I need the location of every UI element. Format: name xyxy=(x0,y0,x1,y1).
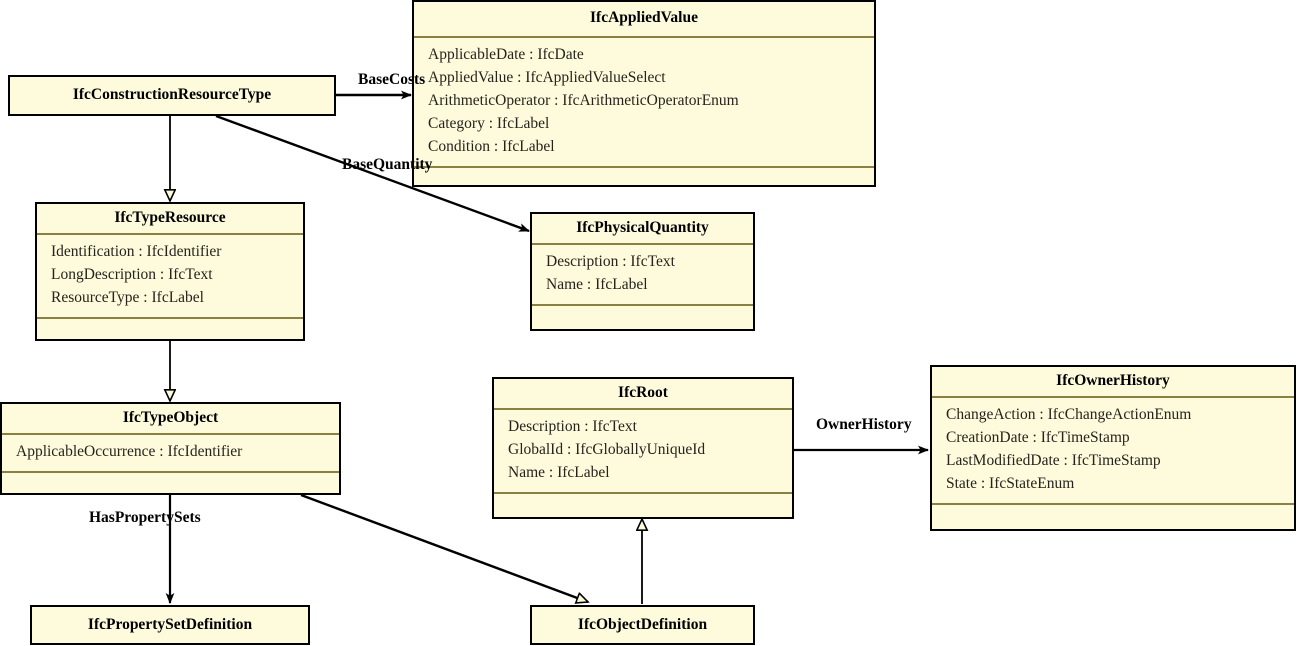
class-ifcappliedvalue[interactable]: IfcAppliedValue ApplicableDate : IfcDate… xyxy=(412,0,876,187)
operation-compartment xyxy=(2,473,339,488)
edge-label-owner-history: OwnerHistory xyxy=(816,416,912,433)
attribute-row: State : IfcStateEnum xyxy=(946,474,1075,492)
attribute-row: Name : IfcLabel xyxy=(508,463,610,481)
class-title: IfcConstructionResourceType xyxy=(72,86,272,103)
attribute-row: LastModifiedDate : IfcTimeStamp xyxy=(946,451,1161,469)
attribute-row: Category : IfcLabel xyxy=(428,114,550,132)
compartment-separator xyxy=(532,242,753,245)
attribute-compartment: Identification : IfcIdentifier LongDescr… xyxy=(37,235,303,317)
attribute-compartment: ApplicableOccurrence : IfcIdentifier xyxy=(2,435,339,471)
attribute-row: ResourceType : IfcLabel xyxy=(51,288,204,306)
attribute-row: Description : IfcText xyxy=(508,417,637,435)
class-ifcroot[interactable]: IfcRoot Description : IfcText GlobalId :… xyxy=(492,377,794,519)
class-ifcconstructionresourcetype[interactable]: IfcConstructionResourceType xyxy=(8,75,336,116)
compartment-separator xyxy=(37,316,303,319)
compartment-separator xyxy=(2,432,339,435)
compartment-separator xyxy=(932,395,1294,398)
compartment-separator xyxy=(494,407,792,410)
edge-label-has-property-sets: HasPropertySets xyxy=(89,509,201,526)
operation-compartment xyxy=(494,494,792,509)
attribute-compartment: Description : IfcText GlobalId : IfcGlob… xyxy=(494,410,792,492)
edge-label-base-costs: BaseCosts xyxy=(358,71,426,88)
operation-compartment xyxy=(37,319,303,334)
attribute-row: ApplicableDate : IfcDate xyxy=(428,45,584,63)
attribute-compartment: ChangeAction : IfcChangeActionEnum Creat… xyxy=(932,398,1294,503)
attribute-row: ArithmeticOperator : IfcArithmeticOperat… xyxy=(428,91,739,109)
compartment-separator xyxy=(414,35,874,38)
edge-type-object-to-object-definition xyxy=(300,493,588,602)
attribute-row: Identification : IfcIdentifier xyxy=(51,242,222,260)
class-title: IfcRoot xyxy=(618,384,668,401)
class-title: IfcAppliedValue xyxy=(590,9,698,26)
compartment-separator xyxy=(414,165,874,168)
class-title: IfcPhysicalQuantity xyxy=(576,219,709,236)
compartment-separator xyxy=(2,470,339,473)
attribute-compartment: ApplicableDate : IfcDate AppliedValue : … xyxy=(414,38,874,166)
class-title: IfcPropertySetDefinition xyxy=(87,616,253,633)
operation-compartment xyxy=(932,505,1294,520)
attribute-row: Description : IfcText xyxy=(546,252,675,270)
operation-compartment xyxy=(414,168,874,183)
edge-base-quantity xyxy=(215,114,530,233)
attribute-row: Condition : IfcLabel xyxy=(428,137,555,155)
operation-compartment xyxy=(532,306,753,321)
compartment-separator xyxy=(932,502,1294,505)
attribute-row: CreationDate : IfcTimeStamp xyxy=(946,428,1130,446)
edge-label-base-quantity: BaseQuantity xyxy=(342,156,433,173)
attribute-row: LongDescription : IfcText xyxy=(51,265,213,283)
class-ifcownerhistory[interactable]: IfcOwnerHistory ChangeAction : IfcChange… xyxy=(930,365,1296,531)
class-ifctypeobject[interactable]: IfcTypeObject ApplicableOccurrence : Ifc… xyxy=(0,402,341,495)
class-title: IfcObjectDefinition xyxy=(577,616,708,633)
class-ifcphysicalquantity[interactable]: IfcPhysicalQuantity Description : IfcTex… xyxy=(530,212,755,331)
class-title: IfcTypeResource xyxy=(114,209,226,226)
class-ifctyperesource[interactable]: IfcTypeResource Identification : IfcIden… xyxy=(35,202,305,341)
attribute-row: ApplicableOccurrence : IfcIdentifier xyxy=(16,442,243,460)
class-title: IfcOwnerHistory xyxy=(1056,372,1170,389)
compartment-separator xyxy=(532,303,753,306)
class-ifcpropertysetdefinition[interactable]: IfcPropertySetDefinition xyxy=(30,605,310,645)
class-ifcobjectdefinition[interactable]: IfcObjectDefinition xyxy=(530,605,755,645)
attribute-row: GlobalId : IfcGloballyUniqueId xyxy=(508,440,706,458)
attribute-row: Name : IfcLabel xyxy=(546,275,648,293)
class-title: IfcTypeObject xyxy=(122,409,219,426)
attribute-row: ChangeAction : IfcChangeActionEnum xyxy=(946,405,1192,423)
compartment-separator xyxy=(37,232,303,235)
attribute-row: AppliedValue : IfcAppliedValueSelect xyxy=(428,68,666,86)
attribute-compartment: Description : IfcText Name : IfcLabel xyxy=(532,245,753,304)
compartment-separator xyxy=(494,491,792,494)
